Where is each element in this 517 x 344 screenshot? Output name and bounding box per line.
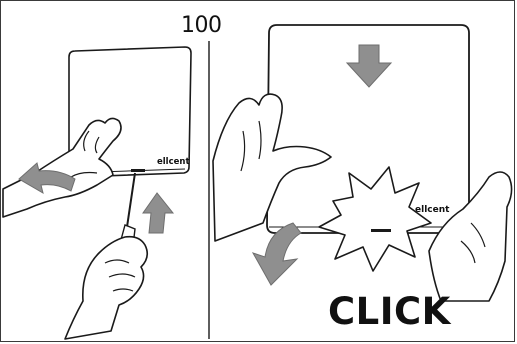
hand-holding-left (3, 118, 121, 217)
page-number: 100 (181, 15, 222, 37)
click-caption: CLICK (328, 293, 451, 330)
screwdriver-shaft (127, 173, 135, 227)
release-slot-right (371, 229, 391, 232)
brand-logo-right: ellcent (415, 205, 450, 215)
up-arrow-left (143, 193, 173, 233)
curved-down-arrow-right (253, 223, 301, 285)
brand-logo-left: ellcent (157, 157, 190, 167)
hand-screwdriver-left (65, 237, 147, 339)
left-panel: ellcent (3, 47, 191, 339)
right-panel: ellcent (213, 25, 512, 301)
release-slot-left (131, 169, 145, 172)
